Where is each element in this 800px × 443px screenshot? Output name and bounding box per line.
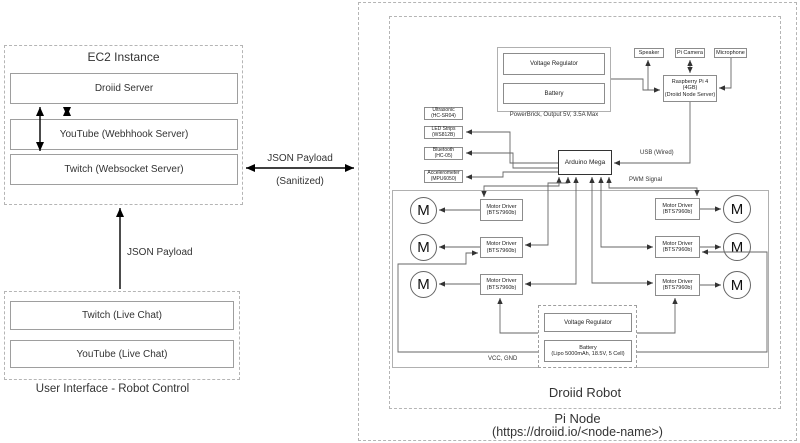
powerbrick-battery-label: Battery <box>544 90 564 97</box>
powerbrick-vr-label: Voltage Regulator <box>530 61 578 67</box>
robot-vr-box: Voltage Regulator <box>544 313 632 332</box>
bluetooth-label-2: (HC-05) <box>434 152 453 159</box>
led-strips-box: LED Strips (WS812B) <box>424 126 463 139</box>
motor-circle-right-2: M <box>723 233 751 261</box>
motor-driver-model: (BTS7960b) <box>486 247 517 254</box>
motor-driver-label: Motor Driver <box>662 202 693 209</box>
pi-node-url: (https://droiid.io/<node-name>) <box>492 425 663 439</box>
youtube-live-chat-box: YouTube (Live Chat) <box>10 340 234 368</box>
motor-driver-box-left-1: Motor Driver (BTS7960b) <box>480 199 523 221</box>
motor-driver-model: (BTS7960b) <box>486 284 517 291</box>
motor-letter: M <box>417 202 430 219</box>
vcc-gnd-label: VCC, GND <box>488 356 518 362</box>
accelerometer-box: Accelerometer (MPU6050) <box>424 170 463 183</box>
droiid-server-box: Droiid Server <box>10 73 238 104</box>
pi-camera-label: Pi Camera <box>677 50 703 56</box>
powerbrick-vr-box: Voltage Regulator <box>503 53 605 75</box>
powerbrick-caption: PowerBrick, Output 5V, 3.5A Max <box>509 112 599 118</box>
pi-node-title: Pi Node <box>554 411 601 426</box>
motor-driver-box-right-2: Motor Driver (BTS7960b) <box>655 236 700 258</box>
ultrasonic-box: Ultrasonic (HC-SR04) <box>424 107 463 120</box>
motor-letter: M <box>417 239 430 256</box>
accelerometer-label-2: (MPU6050) <box>430 175 457 182</box>
speaker-label: Speaker <box>638 50 660 56</box>
ec2-title: EC2 Instance <box>87 50 160 64</box>
led-strips-label-2: (WS812B) <box>431 131 456 138</box>
raspberry-pi-box: Raspberry Pi 4 (4GB) (Droiid Node Server… <box>663 75 717 102</box>
led-strips-label-1: LED Strips <box>431 125 456 132</box>
bluetooth-label-1: Bluetooth <box>432 146 455 153</box>
motor-driver-label: Motor Driver <box>486 241 517 247</box>
motor-circle-left-1: M <box>410 197 437 224</box>
robot-battery-label-1: Battery <box>579 344 597 351</box>
powerbrick-battery-box: Battery <box>503 83 605 104</box>
motor-driver-label: Motor Driver <box>486 203 517 210</box>
droiid-server-label: Droiid Server <box>94 83 154 94</box>
user-interface-caption: User Interface - Robot Control <box>35 383 190 395</box>
ui-json-payload-label: JSON Payload <box>127 247 193 258</box>
twitch-websocket-label: Twitch (Websocket Server) <box>64 164 184 175</box>
motor-circle-left-2: M <box>410 234 437 261</box>
motor-driver-model: (BTS7960b) <box>662 247 693 253</box>
json-payload-sanitized-label-1: JSON Payload <box>267 153 333 164</box>
raspberry-pi-label-2: (Droiid Node Server) <box>664 91 716 98</box>
twitch-live-chat-label: Twitch (Live Chat) <box>81 310 163 321</box>
motor-driver-box-left-2: Motor Driver (BTS7960b) <box>480 237 523 258</box>
raspberry-pi-label-1: Raspberry Pi 4 (4GB) <box>671 78 709 92</box>
json-payload-sanitized-label-2: (Sanitized) <box>276 176 324 187</box>
motor-circle-left-3: M <box>410 271 437 298</box>
pwm-signal-label: PWM Signal <box>629 177 663 183</box>
pi-camera-box: Pi Camera <box>675 48 705 58</box>
motor-letter: M <box>730 238 744 256</box>
accelerometer-label-1: Accelerometer <box>427 169 460 176</box>
usb-wired-label: USB (Wired) <box>640 150 674 156</box>
motor-driver-box-right-1: Motor Driver (BTS7960b) <box>655 198 700 220</box>
motor-driver-model: (BTS7960b) <box>662 285 693 291</box>
arduino-mega-label: Arduino Mega <box>564 159 606 166</box>
motor-driver-box-right-3: Motor Driver (BTS7960b) <box>655 274 700 296</box>
motor-circle-right-1: M <box>723 195 751 223</box>
motor-driver-model: (BTS7960b) <box>662 209 693 215</box>
bluetooth-box: Bluetooth (HC-05) <box>424 147 463 160</box>
robot-battery-box: Battery (Lipo 5000mAh, 18.5V, 5 Cell) <box>544 340 632 362</box>
robot-battery-label-2: (Lipo 5000mAh, 18.5V, 5 Cell) <box>551 351 625 357</box>
droiid-robot-title: Droiid Robot <box>548 385 622 400</box>
robot-vr-label: Voltage Regulator <box>564 319 612 326</box>
motor-letter: M <box>730 276 744 294</box>
motor-driver-label: Motor Driver <box>662 240 693 247</box>
ultrasonic-label-2: (HC-SR04) <box>431 112 456 119</box>
motor-circle-right-3: M <box>723 271 751 299</box>
youtube-webhook-label: YouTube (Webhhook Server) <box>59 129 189 140</box>
ultrasonic-label-1: Ultrasonic <box>432 106 455 113</box>
twitch-live-chat-box: Twitch (Live Chat) <box>10 301 234 330</box>
motor-driver-model: (BTS7960b) <box>486 210 517 216</box>
microphone-label: Microphone <box>716 50 745 56</box>
microphone-box: Microphone <box>714 48 747 58</box>
motor-letter: M <box>417 276 430 293</box>
youtube-webhook-box: YouTube (Webhhook Server) <box>10 119 238 150</box>
twitch-websocket-box: Twitch (Websocket Server) <box>10 154 238 185</box>
motor-driver-box-left-3: Motor Driver (BTS7960b) <box>480 274 523 295</box>
arduino-mega-box: Arduino Mega <box>558 150 612 175</box>
youtube-live-chat-label: YouTube (Live Chat) <box>76 348 168 360</box>
speaker-box: Speaker <box>634 48 664 58</box>
motor-letter: M <box>730 200 744 218</box>
